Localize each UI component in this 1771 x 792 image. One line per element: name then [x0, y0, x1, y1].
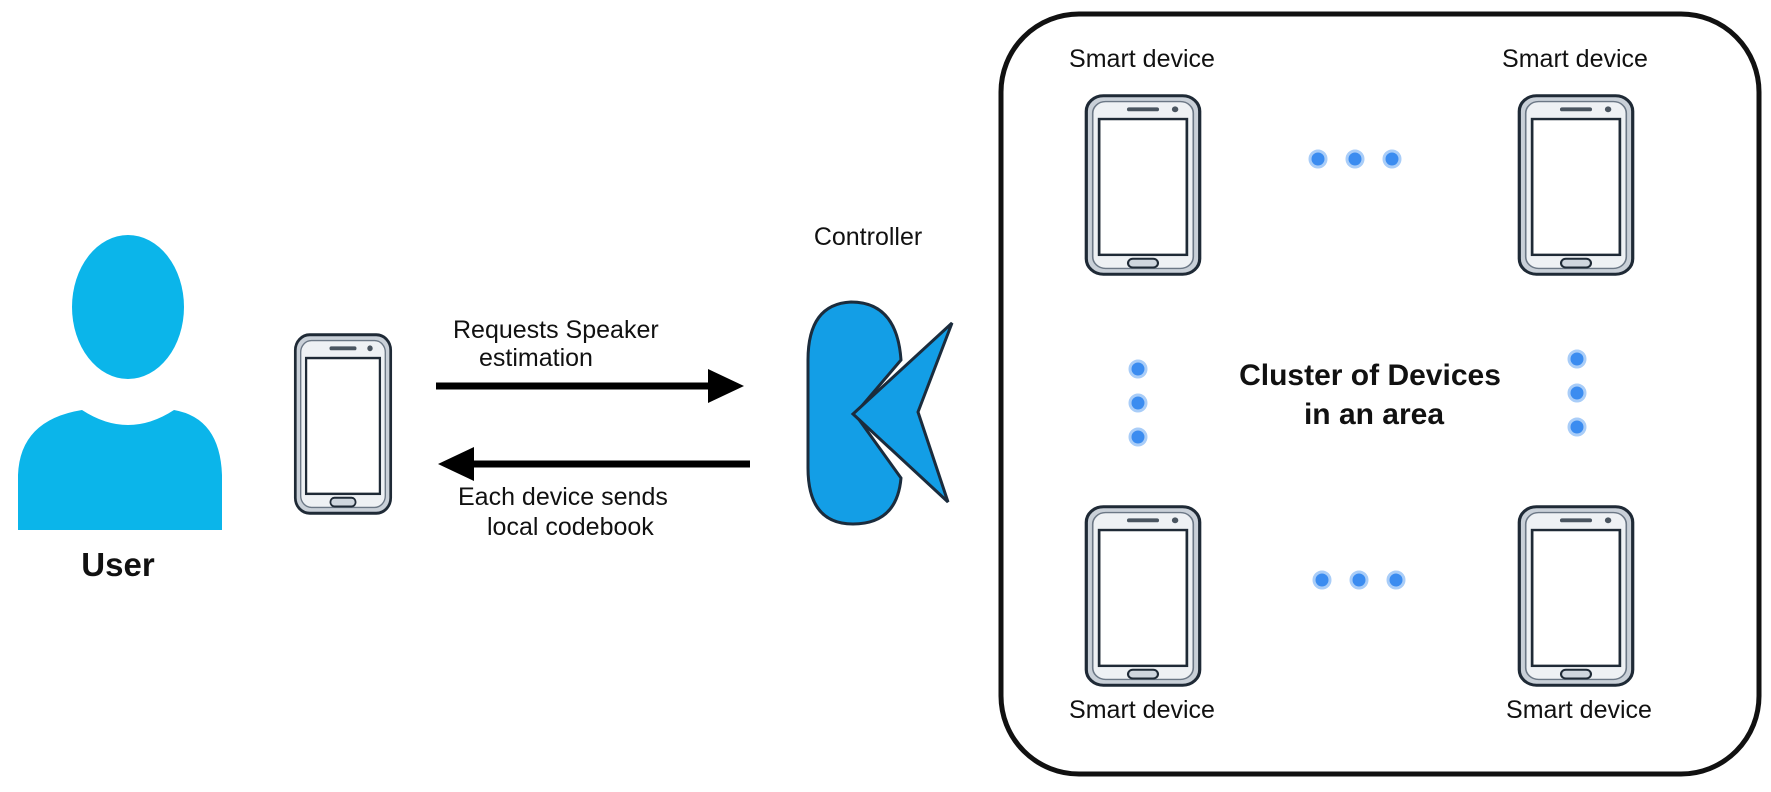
ellipsis-dots-right [1567, 349, 1587, 437]
smart-device-icon-top-right [1517, 94, 1635, 276]
smart-device-label-top-left: Smart device [1069, 45, 1215, 73]
smart-device-label-bottom-right: Smart device [1506, 696, 1652, 724]
ellipsis-dots-left [1128, 359, 1148, 447]
user-smartphone-icon [293, 333, 393, 515]
smart-device-icon-top-left [1084, 94, 1202, 276]
smart-device-icon-bottom-right [1517, 505, 1635, 687]
user-icon [18, 235, 222, 530]
request-arrow [436, 369, 744, 403]
cluster-title-line-2: in an area [1304, 398, 1444, 431]
response-arrow-label-1: Each device sends [458, 483, 668, 511]
request-arrow-label-2: estimation [479, 344, 593, 372]
smart-device-icon-bottom-left [1084, 505, 1202, 687]
ellipsis-dots-bottom [1312, 570, 1406, 590]
request-arrow-label-1: Requests Speaker [453, 316, 659, 344]
smart-device-label-top-right: Smart device [1502, 45, 1648, 73]
cluster-title-line-1: Cluster of Devices [1239, 359, 1501, 392]
ellipsis-dots-top [1308, 149, 1402, 169]
response-arrow-label-2: local codebook [487, 513, 654, 541]
user-label: User [81, 546, 155, 583]
controller-label: Controller [814, 223, 922, 251]
response-arrow [438, 447, 750, 481]
controller-icon [806, 300, 954, 526]
smart-device-label-bottom-left: Smart device [1069, 696, 1215, 724]
